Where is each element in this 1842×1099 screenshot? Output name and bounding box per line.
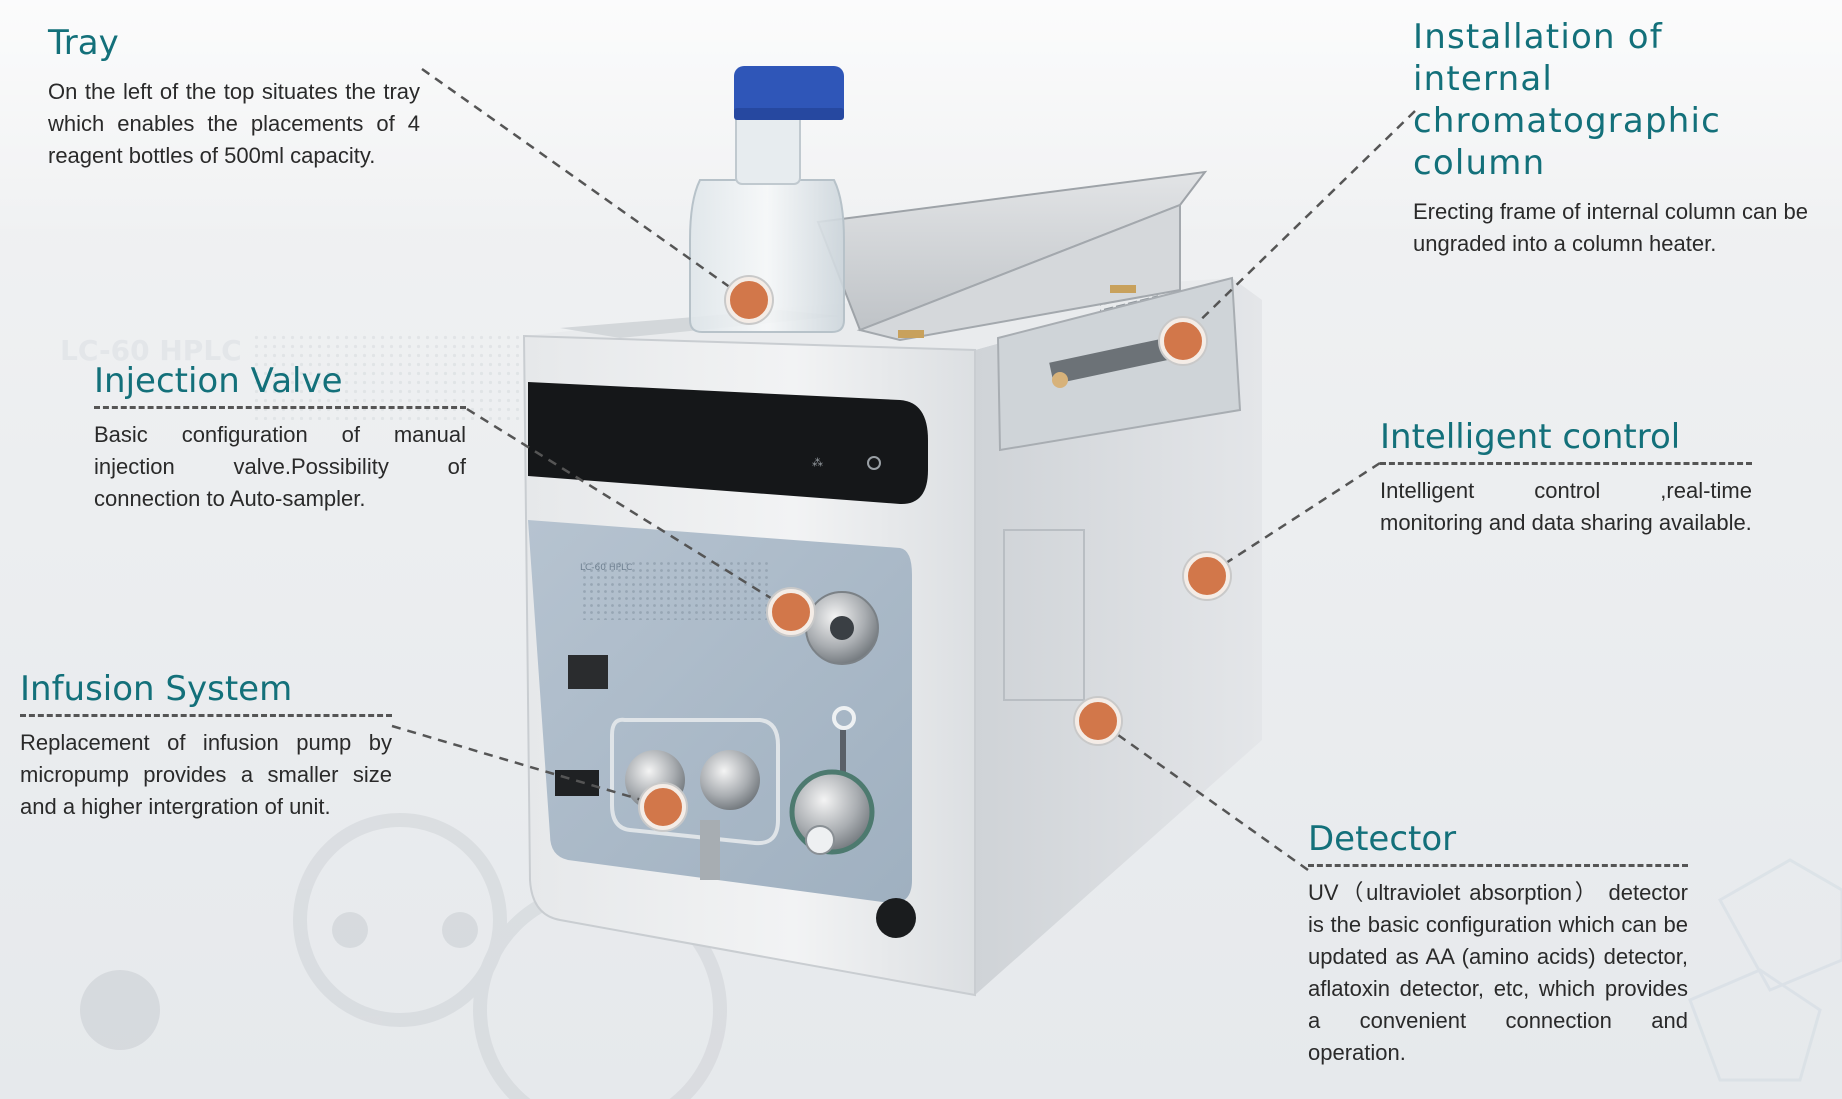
callout-tray-title: Tray xyxy=(48,23,119,63)
marker-infusion xyxy=(640,784,686,830)
lid-hinge-right xyxy=(1110,285,1136,293)
callout-infusion-text: Replacement of infusion pump by micropum… xyxy=(20,730,392,819)
marker-injection xyxy=(768,589,814,635)
leader-detector xyxy=(1096,718,1309,872)
column-fitting xyxy=(1052,372,1068,388)
callout-detector: Detector UV（ultraviolet absorption） dete… xyxy=(1308,818,1688,1069)
pump-frame xyxy=(610,717,780,846)
callout-detector-text: UV（ultraviolet absorption） detector is t… xyxy=(1308,880,1688,1065)
marker-intelligent xyxy=(1184,553,1230,599)
callout-column: Installation of internal chromatographic… xyxy=(1413,16,1808,260)
detector-fitting xyxy=(805,825,835,855)
side-access-panel xyxy=(1003,529,1085,701)
callout-injection-text: Basic configuration of manual injection … xyxy=(94,422,466,511)
callout-injection: Injection Valve Basic configuration of m… xyxy=(94,360,466,515)
callout-detector-title: Detector xyxy=(1308,819,1457,859)
callout-infusion-title: Infusion System xyxy=(20,669,293,709)
bottle-cap-rim xyxy=(734,108,844,120)
power-led xyxy=(867,456,881,470)
callout-tray: Tray On the left of the top situates the… xyxy=(48,22,420,172)
callout-intelligent-rule xyxy=(1380,462,1752,465)
callout-column-title-line1: Installation of internal xyxy=(1413,17,1663,99)
callout-intelligent-title: Intelligent control xyxy=(1380,417,1681,457)
leader-intelligent xyxy=(1205,461,1381,578)
background-glow xyxy=(0,0,1842,240)
panel-grill xyxy=(580,560,770,620)
callout-injection-title: Injection Valve xyxy=(94,361,343,401)
callout-infusion: Infusion System Replacement of infusion … xyxy=(20,668,392,823)
leader-lines xyxy=(391,67,1416,872)
brand-mark: ⁂ xyxy=(812,456,823,469)
hplc-machine: ⁂ LC-60 HPLC xyxy=(522,170,1262,997)
detector-indicator xyxy=(832,706,856,730)
tube-fitting xyxy=(555,770,599,796)
leader-column xyxy=(1181,110,1416,339)
leader-tray xyxy=(421,67,749,302)
panel-switch xyxy=(568,655,608,689)
callout-column-text: Erecting frame of internal column can be… xyxy=(1413,199,1808,256)
bottom-button xyxy=(876,898,916,938)
bottle-cap xyxy=(734,66,844,120)
panel-label: LC-60 HPLC xyxy=(580,563,632,573)
background-model-label: LC-60 HPLC xyxy=(60,334,242,367)
injection-port xyxy=(830,616,854,640)
marker-detector xyxy=(1075,698,1121,744)
marker-tray xyxy=(726,277,772,323)
detector-lever xyxy=(840,730,846,780)
callout-intelligent-text: Intelligent control ,real-time monitorin… xyxy=(1380,478,1752,535)
lid-inner xyxy=(856,203,1181,342)
callout-column-title-line2: chromatographic column xyxy=(1413,101,1722,183)
callout-infusion-rule xyxy=(20,714,392,717)
callout-detector-rule xyxy=(1308,864,1688,867)
machine-side xyxy=(975,278,1262,995)
marker-column xyxy=(1160,318,1206,364)
chromatographic-column xyxy=(1049,337,1172,385)
micropump-right xyxy=(700,750,760,810)
pump-outlet xyxy=(700,820,720,880)
callout-intelligent: Intelligent control Intelligent control … xyxy=(1380,416,1752,539)
display-band xyxy=(528,382,928,505)
lid-hinge-left xyxy=(898,330,924,338)
bottle-neck xyxy=(735,109,801,185)
callout-injection-rule xyxy=(94,406,466,409)
background-hex-pattern xyxy=(1688,858,1842,1082)
callout-tray-text: On the left of the top situates the tray… xyxy=(48,79,420,168)
